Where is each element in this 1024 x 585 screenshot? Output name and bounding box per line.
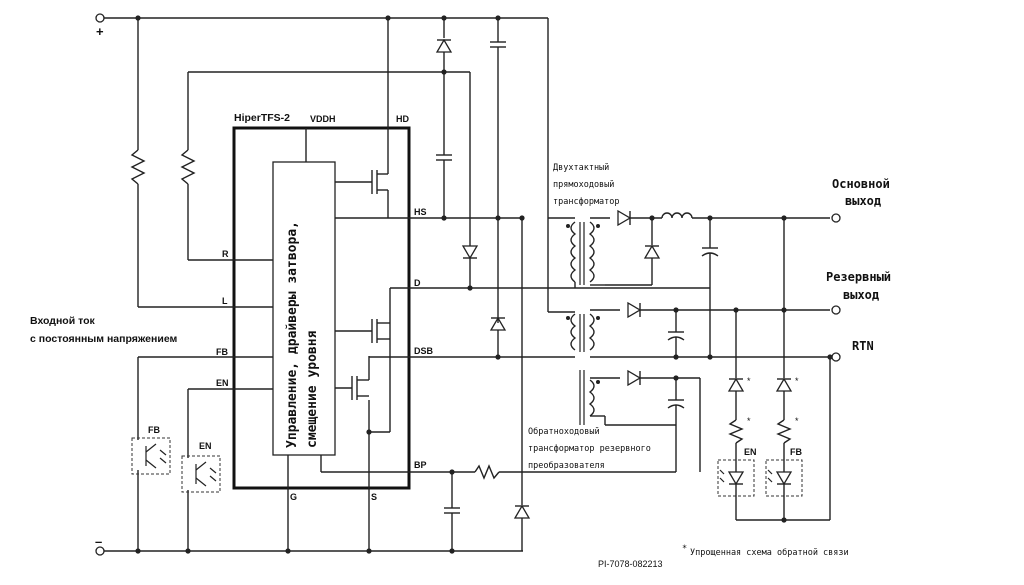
optocoupler-left-en-label: EN — [199, 441, 212, 451]
optocoupler-left-fb-label: FB — [148, 425, 160, 435]
pin-s: S — [371, 492, 377, 502]
pin-fb: FB — [216, 347, 228, 357]
main-rectifier-diode — [617, 209, 662, 227]
flyback-rectifier-diode — [627, 369, 701, 472]
feedback-fb-network — [765, 218, 803, 520]
plus-label: + — [96, 24, 104, 39]
optocoupler-right-en-label: EN — [744, 447, 757, 457]
pin-hs: HS — [414, 207, 427, 217]
en-pin-wire — [187, 388, 273, 551]
rtn-label: RTN — [852, 339, 874, 353]
feedback-fb-marker-diode: * — [795, 376, 799, 386]
main-output-label-1: Основной — [832, 177, 890, 191]
resistor-r-branch — [180, 71, 470, 261]
input-label-line-2: с постоянным напряжением — [30, 333, 178, 345]
rtn-terminal — [831, 352, 841, 362]
main-output-label-2: выход — [845, 194, 881, 208]
main-output-terminal — [831, 213, 841, 223]
control-block — [272, 161, 336, 456]
pin-dsb: DSB — [414, 346, 434, 356]
standby-output-terminal — [831, 305, 841, 315]
bp-cap — [444, 472, 460, 551]
pin-bp: BP — [414, 460, 427, 470]
s-pin-wire — [368, 288, 391, 551]
hs-clamp-diode — [461, 72, 479, 288]
footnote-text: Упрощенная схема обратной связи — [690, 547, 849, 558]
main-freewheel-diode — [605, 218, 661, 286]
optocoupler-left-en — [181, 455, 221, 493]
fb-pin-wire — [137, 356, 273, 551]
pin-g: G — [290, 492, 297, 502]
mosfet-standby — [335, 356, 370, 400]
standby-output-label-1: Резервный — [826, 270, 891, 284]
pin-vddh: VDDH — [310, 114, 336, 124]
mosfet-low-side — [335, 287, 470, 343]
input-label-line-1: Входной ток — [30, 315, 96, 327]
forward-transformer-line-3: трансформатор — [553, 197, 620, 207]
flyback-transformer — [579, 370, 620, 425]
mosfet-high-side — [335, 18, 389, 218]
control-block-line-1: Управление, драйверы затвора, — [285, 221, 300, 448]
feedback-en-marker-diode: * — [747, 376, 751, 386]
pin-hd: HD — [396, 114, 409, 124]
forward-transformer-line-1: Двухтактный — [553, 163, 609, 173]
control-block-line-2: смещение уровня — [305, 330, 320, 448]
forward-transformer-line-2: прямоходовый — [553, 180, 614, 190]
feedback-en-marker-resistor: * — [747, 416, 751, 426]
minus-terminal — [95, 546, 105, 556]
standby-cap — [667, 310, 685, 357]
pin-en: EN — [216, 378, 229, 388]
junction-dots — [135, 15, 833, 554]
optocoupler-right-fb-label: FB — [790, 447, 802, 457]
flyback-cap — [605, 378, 685, 426]
flyback-transformer-line-2: трансформатор резервного — [528, 444, 651, 454]
pin-l: L — [222, 296, 228, 306]
chip-name: HiperTFS-2 — [234, 112, 290, 124]
top-clamp-cap — [490, 18, 506, 323]
bp-resistor — [474, 410, 677, 480]
main-inductor — [661, 212, 830, 219]
chip-outline — [232, 126, 411, 490]
feedback-en-network — [717, 310, 755, 520]
pin-r: R — [222, 249, 229, 259]
pin-d: D — [414, 278, 421, 288]
optocoupler-left-fb — [131, 437, 171, 475]
ground-return-diode — [513, 218, 531, 551]
standby-rectifier-diode — [627, 301, 830, 319]
top-clamp-diode — [435, 18, 453, 72]
resistor-l-branch — [130, 18, 273, 308]
standby-output-label-2: выход — [843, 288, 879, 302]
minus-label: – — [95, 534, 102, 549]
footnote-marker: * — [682, 544, 687, 554]
flyback-transformer-line-1: Обратноходовый — [528, 426, 600, 437]
main-output-cap — [701, 218, 719, 357]
dsb-clamp-diode — [489, 316, 507, 357]
feedback-fb-marker-resistor: * — [795, 416, 799, 426]
flyback-transformer-line-3: преобразователя — [528, 460, 605, 471]
part-number: PI-7078-082213 — [598, 559, 663, 569]
vddh-cap — [436, 72, 452, 218]
plus-terminal — [95, 13, 105, 23]
positive-rail — [100, 17, 549, 312]
